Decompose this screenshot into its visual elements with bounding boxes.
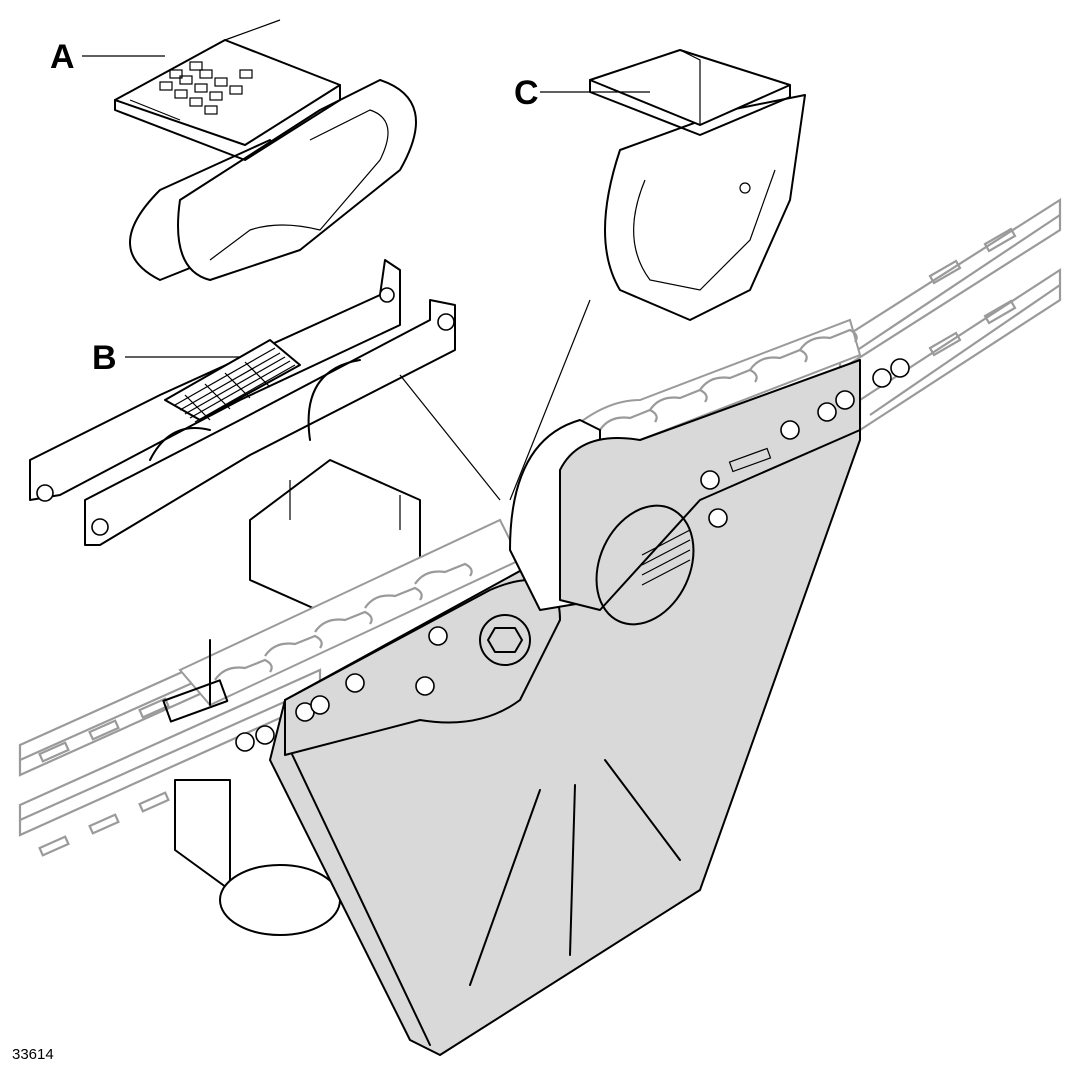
figure-number: 33614	[12, 1046, 54, 1063]
callout-label-c: C	[514, 74, 539, 112]
callout-label-a: A	[50, 38, 75, 76]
sprocket-plate-left	[284, 579, 561, 756]
part-a-guide-cover	[114, 19, 417, 281]
assembly-leader-line-2	[399, 374, 501, 501]
callout-label-b: B	[92, 339, 117, 377]
conveyor-rail-left	[18, 608, 322, 857]
part-b-grate-bracket	[29, 259, 456, 546]
motor-cover-vent-slots	[641, 529, 691, 586]
part-c-end-guide	[589, 49, 806, 321]
hex-nuts	[235, 358, 910, 752]
conveyor-rail-right	[838, 197, 1062, 433]
mesh-slots-a	[159, 61, 253, 115]
grate-mesh-b	[174, 347, 296, 423]
assembly-leader-line-1	[509, 299, 591, 501]
